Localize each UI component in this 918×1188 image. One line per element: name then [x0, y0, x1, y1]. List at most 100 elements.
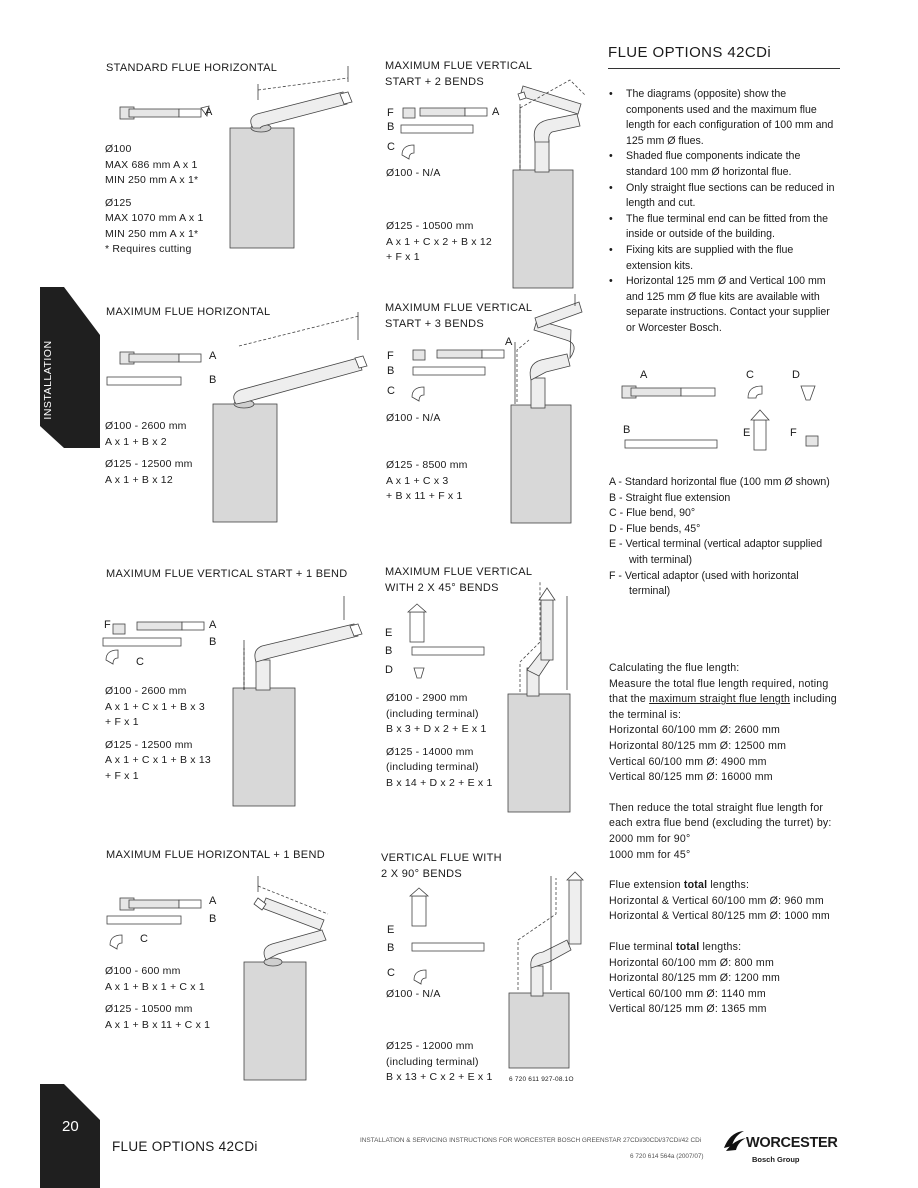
spec-line: Ø100 - N/A — [386, 988, 441, 1000]
spec-line: + F x 1 — [386, 251, 420, 263]
heading-line: MAXIMUM FLUE VERTICAL — [385, 566, 533, 578]
figure-code: 6 720 611 927-08.1O — [509, 1076, 574, 1083]
logo-swoosh-icon — [724, 1131, 746, 1151]
term-length: Vertical 60/100 mm Ø: 1140 mm — [609, 987, 766, 1000]
page-title: FLUE OPTIONS 42CDi — [608, 44, 772, 61]
legend-item-cont: with terminal) — [629, 553, 692, 566]
footer-title: FLUE OPTIONS 42CDi — [112, 1139, 258, 1154]
info-bullets: The diagrams (opposite) show the compone… — [609, 87, 841, 337]
calc-max: Horizontal 60/100 mm Ø: 2600 mm — [609, 724, 781, 737]
vert-3bends-spec-a: Ø100 - N/A — [386, 411, 441, 427]
std-horiz-spec: Ø100 MAX 686 mm A x 1 MIN 250 mm A x 1* … — [105, 142, 204, 258]
vert-2bends-heading: MAXIMUM FLUE VERTICAL START + 2 BENDS — [385, 59, 532, 90]
term-length: Horizontal 60/100 mm Ø: 800 mm — [609, 956, 774, 969]
vert-1bend-label-a: A — [209, 619, 217, 631]
std-horiz-label-a: A — [205, 106, 213, 118]
term-length: Vertical 80/125 mm Ø: 1365 mm — [609, 1003, 767, 1016]
spec-line: Ø100 - 600 mm — [105, 965, 181, 977]
spec-line: Ø100 - 2600 mm — [105, 420, 187, 432]
spec-line: MIN 250 mm A x 1* — [105, 227, 199, 240]
max-horiz-label-b: B — [209, 374, 217, 386]
bullet-item: Only straight flue sections can be reduc… — [609, 181, 841, 212]
bullet-item: The flue terminal end can be fitted from… — [609, 212, 841, 243]
spec-line: Ø100 - N/A — [386, 412, 441, 424]
bullet-item: Shaded flue components indicate the stan… — [609, 149, 841, 180]
max-horiz-heading: MAXIMUM FLUE HORIZONTAL — [106, 306, 271, 318]
spec-line: A x 1 + C x 2 + B x 12 — [386, 235, 492, 248]
calc-intro-2: that the maximum straight flue length in… — [609, 693, 837, 706]
vert-3bends-label-c: C — [387, 385, 395, 397]
title-rule — [608, 68, 840, 69]
spec-line: Ø125 - 14000 mm — [386, 745, 474, 758]
calc-intro-3: the terminal is: — [609, 708, 682, 721]
spec-line: Ø100 - N/A — [386, 167, 441, 179]
component-label-d: D — [792, 369, 800, 381]
legend-item: B - Straight flue extension — [609, 491, 731, 504]
vert-45-label-e: E — [385, 627, 393, 639]
horiz-1bend-label-b: B — [209, 913, 217, 925]
spec-line: Ø125 — [105, 196, 132, 209]
heading-line: START + 2 BENDS — [385, 75, 484, 88]
spec-line: A x 1 + C x 3 — [386, 474, 449, 487]
legend-item: C - Flue bend, 90° — [609, 507, 696, 520]
horiz-1bend-heading: MAXIMUM FLUE HORIZONTAL + 1 BEND — [106, 849, 325, 861]
horiz-1bend-spec: Ø100 - 600 mm A x 1 + B x 1 + C x 1 Ø125… — [105, 964, 210, 1033]
spec-line: Ø125 - 10500 mm — [105, 1003, 193, 1015]
vert-2bends-label-f: F — [387, 107, 394, 119]
ext-length: Horizontal & Vertical 80/125 mm Ø: 1000 … — [609, 910, 830, 923]
spec-line: (including terminal) — [386, 1055, 479, 1068]
component-legend: A - Standard horizontal flue (100 mm Ø s… — [609, 475, 844, 600]
component-label-e: E — [743, 427, 751, 439]
vert-1bend-label-b: B — [209, 636, 217, 648]
component-label-b: B — [623, 424, 631, 436]
term-heading: Flue terminal total lengths: — [609, 940, 742, 953]
vert-3bends-label-f: F — [387, 350, 394, 362]
brand-subline: Bosch Group — [752, 1155, 800, 1164]
std-horiz-heading: STANDARD FLUE HORIZONTAL — [106, 62, 278, 74]
legend-item: A - Standard horizontal flue (100 mm Ø s… — [609, 476, 830, 488]
spec-line: Ø125 - 8500 mm — [386, 459, 468, 471]
footer-doc-code: 6 720 614 564a (2007/07) — [630, 1153, 704, 1160]
spec-line: A x 1 + C x 1 + B x 3 — [105, 700, 205, 713]
worcester-logo: WORCESTER Bosch Group — [722, 1124, 842, 1168]
footer-doc-title: INSTALLATION & SERVICING INSTRUCTIONS FO… — [360, 1137, 702, 1144]
bullet-item: Horizontal 125 mm Ø and Vertical 100 mm … — [609, 274, 841, 336]
legend-item: F - Vertical adaptor (used with horizont… — [609, 569, 799, 582]
vert-45-label-d: D — [385, 664, 393, 676]
ext-heading: Flue extension total lengths: — [609, 879, 750, 892]
calc-reduce: 1000 mm for 45° — [609, 848, 691, 861]
vert-1bend-label-f: F — [104, 619, 111, 631]
calc-intro-1: Measure the total flue length required, … — [609, 677, 829, 690]
component-label-a: A — [640, 369, 648, 381]
bullet-item: The diagrams (opposite) show the compone… — [609, 87, 841, 149]
vert-1bend-label-c: C — [136, 656, 144, 668]
spec-line: A x 1 + B x 2 — [105, 435, 167, 448]
legend-item: E - Vertical terminal (vertical adaptor … — [609, 538, 823, 551]
calc-block: Calculating the flue length: Measure the… — [609, 661, 841, 1018]
vert-3bends-label-a: A — [505, 336, 513, 348]
vert-2bends-spec-b: Ø125 - 10500 mm A x 1 + C x 2 + B x 12 +… — [386, 219, 492, 266]
spec-line: + B x 11 + F x 1 — [386, 490, 463, 502]
calc-max: Horizontal 80/125 mm Ø: 12500 mm — [609, 739, 787, 752]
spec-line: + F x 1 — [105, 716, 139, 728]
spec-line: Ø100 - 2900 mm — [386, 692, 468, 704]
spec-line: A x 1 + B x 11 + C x 1 — [105, 1018, 211, 1031]
vert-2bends-spec-a: Ø100 - N/A — [386, 166, 441, 182]
calc-max: Vertical 80/125 mm Ø: 16000 mm — [609, 771, 773, 784]
heading-line: VERTICAL FLUE WITH — [381, 852, 502, 864]
vert-2bends-label-a: A — [492, 106, 500, 118]
spec-line: B x 14 + D x 2 + E x 1 — [386, 776, 493, 789]
calc-max: Vertical 60/100 mm Ø: 4900 mm — [609, 755, 767, 768]
vert-3bends-heading: MAXIMUM FLUE VERTICAL START + 3 BENDS — [385, 301, 532, 332]
vert-2bends-label-b: B — [387, 121, 395, 133]
heading-line: START + 3 BENDS — [385, 317, 484, 330]
spec-line: Ø125 - 12500 mm — [105, 738, 193, 751]
calc-reduce: 2000 mm for 90° — [609, 832, 691, 845]
spec-line: Ø100 — [105, 143, 132, 155]
max-horiz-label-a: A — [209, 350, 217, 362]
spec-line: B x 13 + C x 2 + E x 1 — [386, 1071, 493, 1083]
vert-90-label-c: C — [387, 967, 395, 979]
vert-3bends-label-b: B — [387, 365, 395, 377]
